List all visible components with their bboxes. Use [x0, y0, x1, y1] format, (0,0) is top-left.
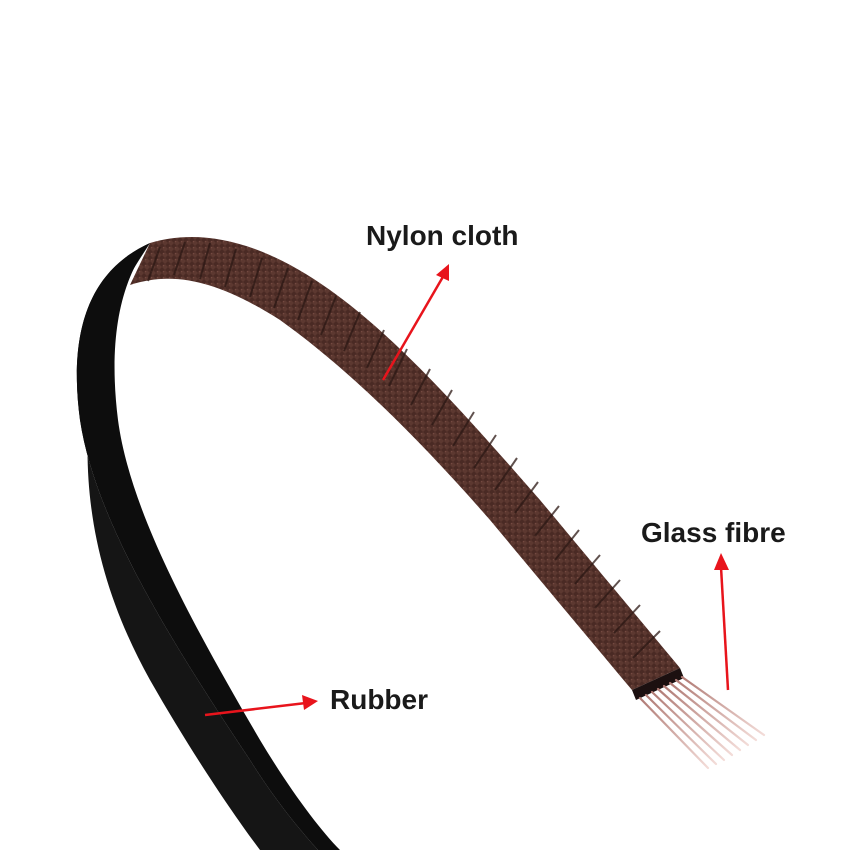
arrow-nylon-cloth [381, 264, 449, 381]
belt-end-cap [632, 668, 684, 700]
glass-fibre-cords [638, 675, 766, 770]
rubber-belt-inner [76, 243, 340, 850]
belt-teeth [147, 241, 661, 659]
label-nylon-cloth: Nylon cloth [366, 220, 519, 251]
arrow-glass-fibre [714, 553, 730, 691]
arrow-rubber [204, 695, 318, 717]
label-rubber: Rubber [330, 684, 428, 715]
label-glass-fibre: Glass fibre [641, 517, 786, 548]
nylon-cloth-face [130, 236, 680, 690]
